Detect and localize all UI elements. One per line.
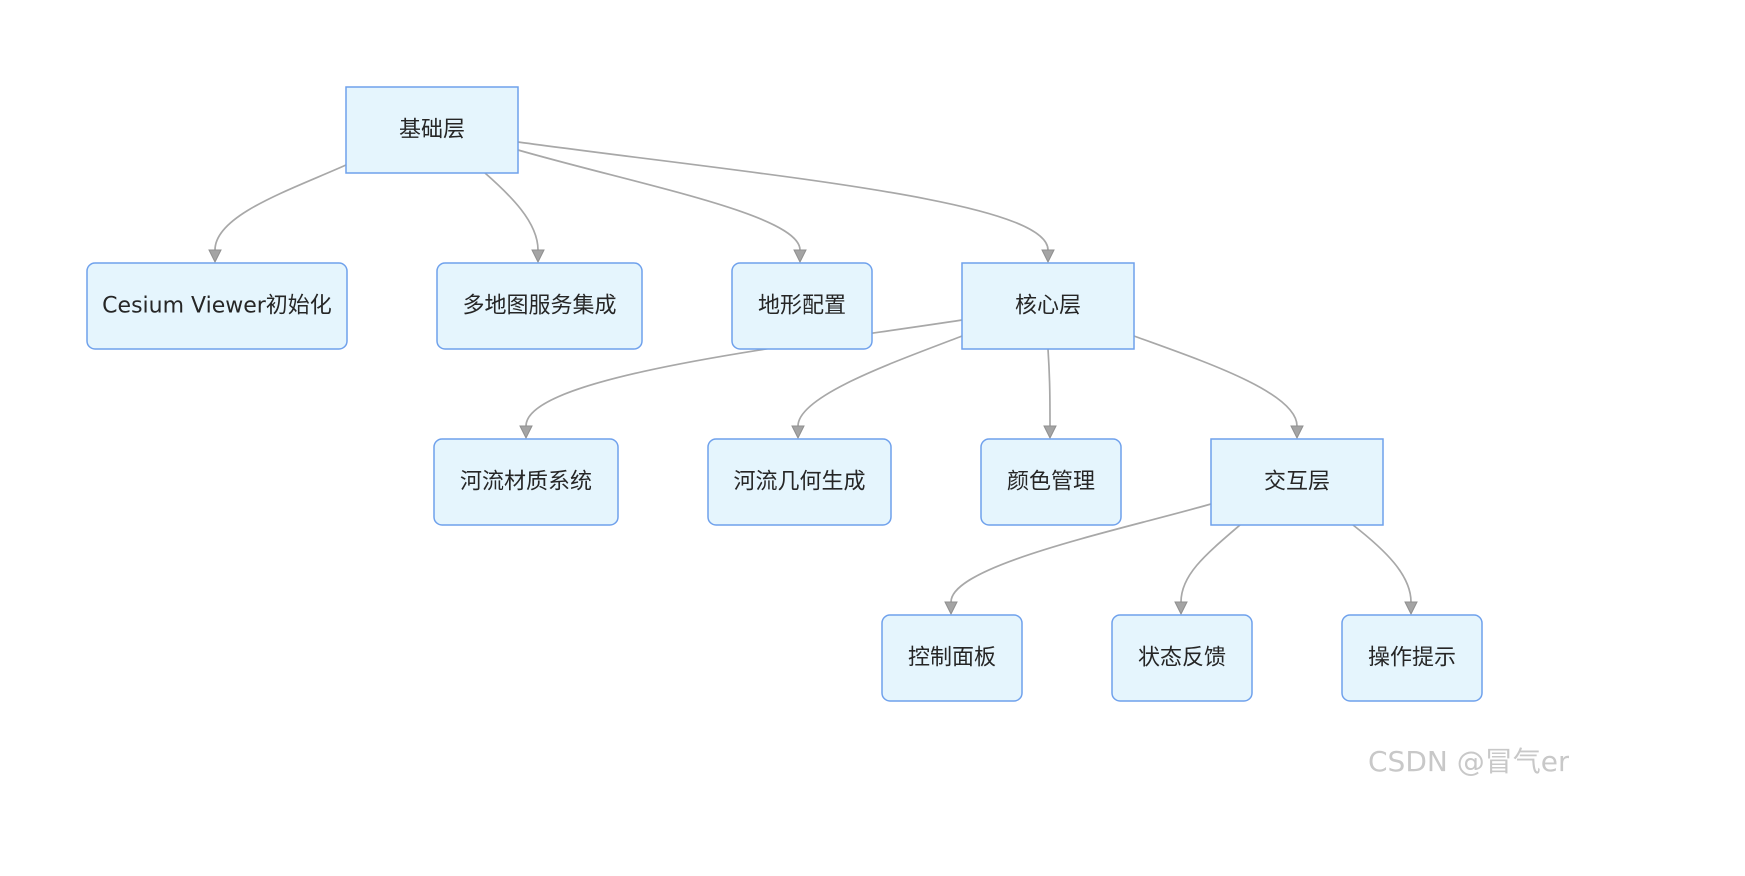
node-box — [961, 262, 1135, 350]
node-box — [1341, 614, 1483, 702]
arrowhead-icon — [1041, 249, 1055, 264]
edges-layer — [208, 141, 1418, 616]
node-river-material[interactable]: 河流材质系统 — [433, 438, 619, 526]
edge-core-to-color-mgmt — [1043, 348, 1057, 440]
node-box — [1111, 614, 1253, 702]
node-operation-hint[interactable]: 操作提示 — [1341, 614, 1483, 702]
connector-line — [950, 503, 1212, 603]
edge-foundation-to-multi-map — [484, 172, 545, 264]
connector-line — [797, 335, 963, 427]
edge-core-to-river-material — [519, 319, 963, 440]
edge-foundation-to-core — [517, 141, 1055, 264]
node-label: 状态反馈 — [1138, 646, 1226, 671]
node-multi-map[interactable]: 多地图服务集成 — [436, 262, 643, 350]
node-terrain[interactable]: 地形配置 — [731, 262, 873, 350]
arrowhead-icon — [1290, 425, 1304, 440]
node-box — [707, 438, 892, 526]
arrowhead-icon — [944, 601, 958, 616]
connector-line — [517, 141, 1049, 251]
arrowhead-icon — [791, 425, 805, 440]
node-core[interactable]: 核心层 — [961, 262, 1135, 350]
node-box — [731, 262, 873, 350]
node-label: 操作提示 — [1368, 646, 1456, 671]
node-cesium-init[interactable]: Cesium Viewer初始化 — [86, 262, 348, 350]
watermark: CSDN @冒气er — [1368, 745, 1570, 778]
arrowhead-icon — [1404, 601, 1418, 616]
node-interaction[interactable]: 交互层 — [1210, 438, 1384, 526]
connector-line — [517, 149, 801, 251]
node-box — [980, 438, 1122, 526]
connector-line — [1180, 524, 1241, 603]
connector-line — [1352, 524, 1412, 603]
node-label: Cesium Viewer初始化 — [102, 294, 332, 319]
node-label: 地形配置 — [758, 294, 846, 319]
arrowhead-icon — [1174, 601, 1188, 616]
edge-interaction-to-operation-hint — [1352, 524, 1418, 616]
connector-line — [525, 319, 963, 427]
node-control-panel[interactable]: 控制面板 — [881, 614, 1023, 702]
node-box — [433, 438, 619, 526]
arrowhead-icon — [208, 249, 222, 264]
node-label: 核心层 — [1015, 294, 1081, 319]
node-box — [345, 86, 519, 174]
node-label: 交互层 — [1264, 470, 1330, 495]
node-label: 多地图服务集成 — [462, 294, 616, 319]
connector-line — [484, 172, 539, 251]
node-river-geometry[interactable]: 河流几何生成 — [707, 438, 892, 526]
connector-line — [1133, 335, 1298, 427]
node-box — [86, 262, 348, 350]
connector-line — [214, 164, 347, 251]
node-status-feedback[interactable]: 状态反馈 — [1111, 614, 1253, 702]
node-label: 控制面板 — [908, 646, 996, 671]
arrowhead-icon — [519, 425, 533, 440]
arrowhead-icon — [531, 249, 545, 264]
node-foundation[interactable]: 基础层 — [345, 86, 519, 174]
edge-interaction-to-status-feedback — [1174, 524, 1241, 616]
node-label: 河流材质系统 — [460, 470, 592, 495]
connector-line — [1047, 348, 1051, 427]
edge-foundation-to-terrain — [517, 149, 807, 264]
node-box — [881, 614, 1023, 702]
edge-core-to-river-geometry — [791, 335, 963, 440]
edge-interaction-to-control-panel — [944, 503, 1212, 616]
arrowhead-icon — [793, 249, 807, 264]
node-label: 基础层 — [399, 118, 465, 143]
node-box — [436, 262, 643, 350]
node-label: 河流几何生成 — [733, 470, 865, 495]
node-color-mgmt[interactable]: 颜色管理 — [980, 438, 1122, 526]
arrowhead-icon — [1043, 425, 1057, 440]
edge-foundation-to-cesium-init — [208, 164, 347, 264]
edge-core-to-interaction — [1133, 335, 1304, 440]
node-box — [1210, 438, 1384, 526]
node-label: 颜色管理 — [1007, 470, 1095, 495]
